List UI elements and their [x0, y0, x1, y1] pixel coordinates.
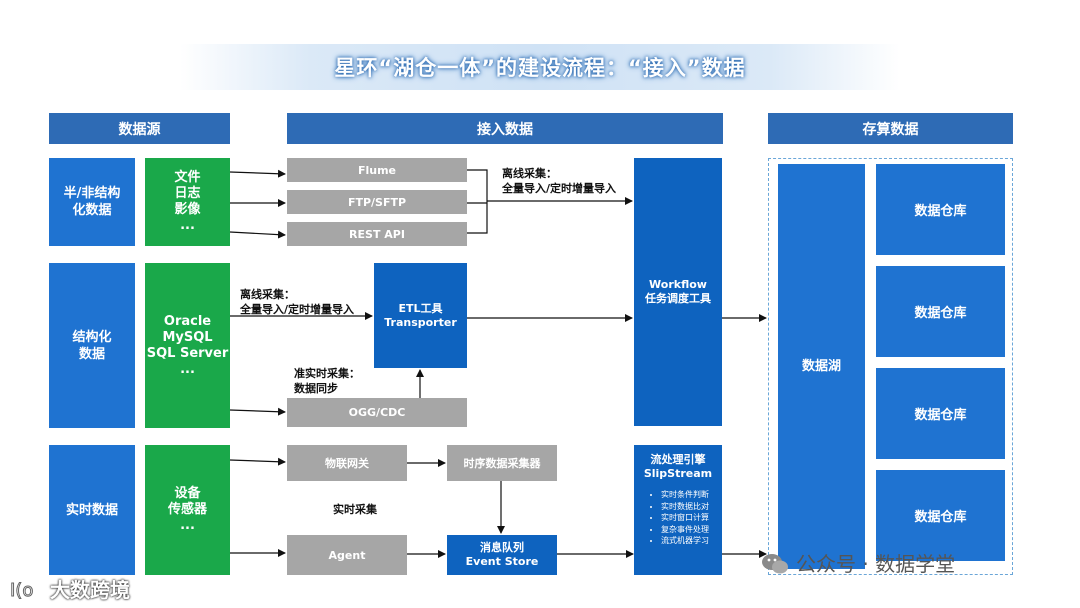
storage-frame: [768, 158, 1013, 575]
stream-engine-title: 流处理引擎 SlipStream: [643, 453, 713, 480]
watermark-left: I(o 大数跨境: [8, 574, 131, 603]
category-realtime: 实时数据: [49, 445, 135, 575]
stream-engine: 流处理引擎 SlipStream 实时条件判断 实时数据比对 实时窗口计算 复杂…: [634, 445, 722, 575]
arrow-to-rest: [229, 230, 286, 239]
title-banner: 星环“湖仓一体”的建设流程：“接入”数据: [180, 44, 900, 90]
sources-semi-structured: 文件 日志 影像 ...: [145, 158, 230, 246]
data-warehouse-4: 数据仓库: [876, 470, 1005, 561]
category-semi-structured: 半/非结构 化数据: [49, 158, 135, 246]
arrow-to-flume: [229, 169, 286, 178]
tool-iot-gateway: 物联网关: [287, 445, 407, 481]
merge-bracket: [467, 169, 488, 234]
watermark-right-text: 公众号 · 数据学堂: [796, 552, 956, 576]
stream-feature: 复杂事件处理: [661, 524, 709, 536]
data-warehouse-3: 数据仓库: [876, 368, 1005, 459]
page-title: 星环“湖仓一体”的建设流程：“接入”数据: [334, 56, 746, 80]
label-offline-collect-1: 离线采集： 全量导入/定时增量导入: [502, 167, 617, 195]
wechat-icon: [762, 553, 788, 573]
tool-ogg-cdc: OGG/CDC: [287, 398, 467, 427]
sources-realtime: 设备 传感器 ...: [145, 445, 230, 575]
data-lake: 数据湖: [778, 164, 865, 569]
watermark-right: 公众号 · 数据学堂: [760, 548, 955, 577]
data-warehouse-1: 数据仓库: [876, 164, 1005, 255]
arrow-to-ogg: [229, 407, 286, 416]
tool-agent: Agent: [287, 535, 407, 575]
stream-feature-list: 实时条件判断 实时数据比对 实时窗口计算 复杂事件处理 流式机器学习: [647, 489, 709, 547]
stream-feature: 实时数据比对: [661, 501, 709, 513]
stream-feature: 实时窗口计算: [661, 512, 709, 524]
tool-timeseries-collector: 时序数据采集器: [447, 445, 557, 481]
watermark-left-text: 大数跨境: [50, 578, 130, 602]
header-sources: 数据源: [49, 113, 230, 144]
header-storage: 存算数据: [768, 113, 1013, 144]
data-warehouse-2: 数据仓库: [876, 266, 1005, 357]
label-offline-collect-2: 离线采集： 全量导入/定时增量导入: [240, 288, 355, 316]
tool-message-queue: 消息队列 Event Store: [447, 535, 557, 575]
label-near-realtime: 准实时采集： 数据同步: [294, 367, 360, 395]
label-realtime-collect: 实时采集: [333, 503, 377, 516]
stream-feature: 流式机器学习: [661, 535, 709, 547]
category-structured: 结构化 数据: [49, 263, 135, 428]
tool-ftp-sftp: FTP/SFTP: [287, 190, 467, 214]
sources-structured: Oracle MySQL SQL Server ...: [145, 263, 230, 428]
stream-feature: 实时条件判断: [661, 489, 709, 501]
workflow-scheduler: Workflow 任务调度工具: [634, 158, 722, 426]
arrow-to-iot: [229, 457, 286, 466]
svg-text:I(o: I(o: [10, 580, 33, 601]
tool-etl-transporter: ETL工具 Transporter: [374, 263, 467, 368]
tool-flume: Flume: [287, 158, 467, 182]
tool-rest-api: REST API: [287, 222, 467, 246]
logo-icon: I(o: [10, 579, 34, 601]
header-ingest: 接入数据: [287, 113, 723, 144]
